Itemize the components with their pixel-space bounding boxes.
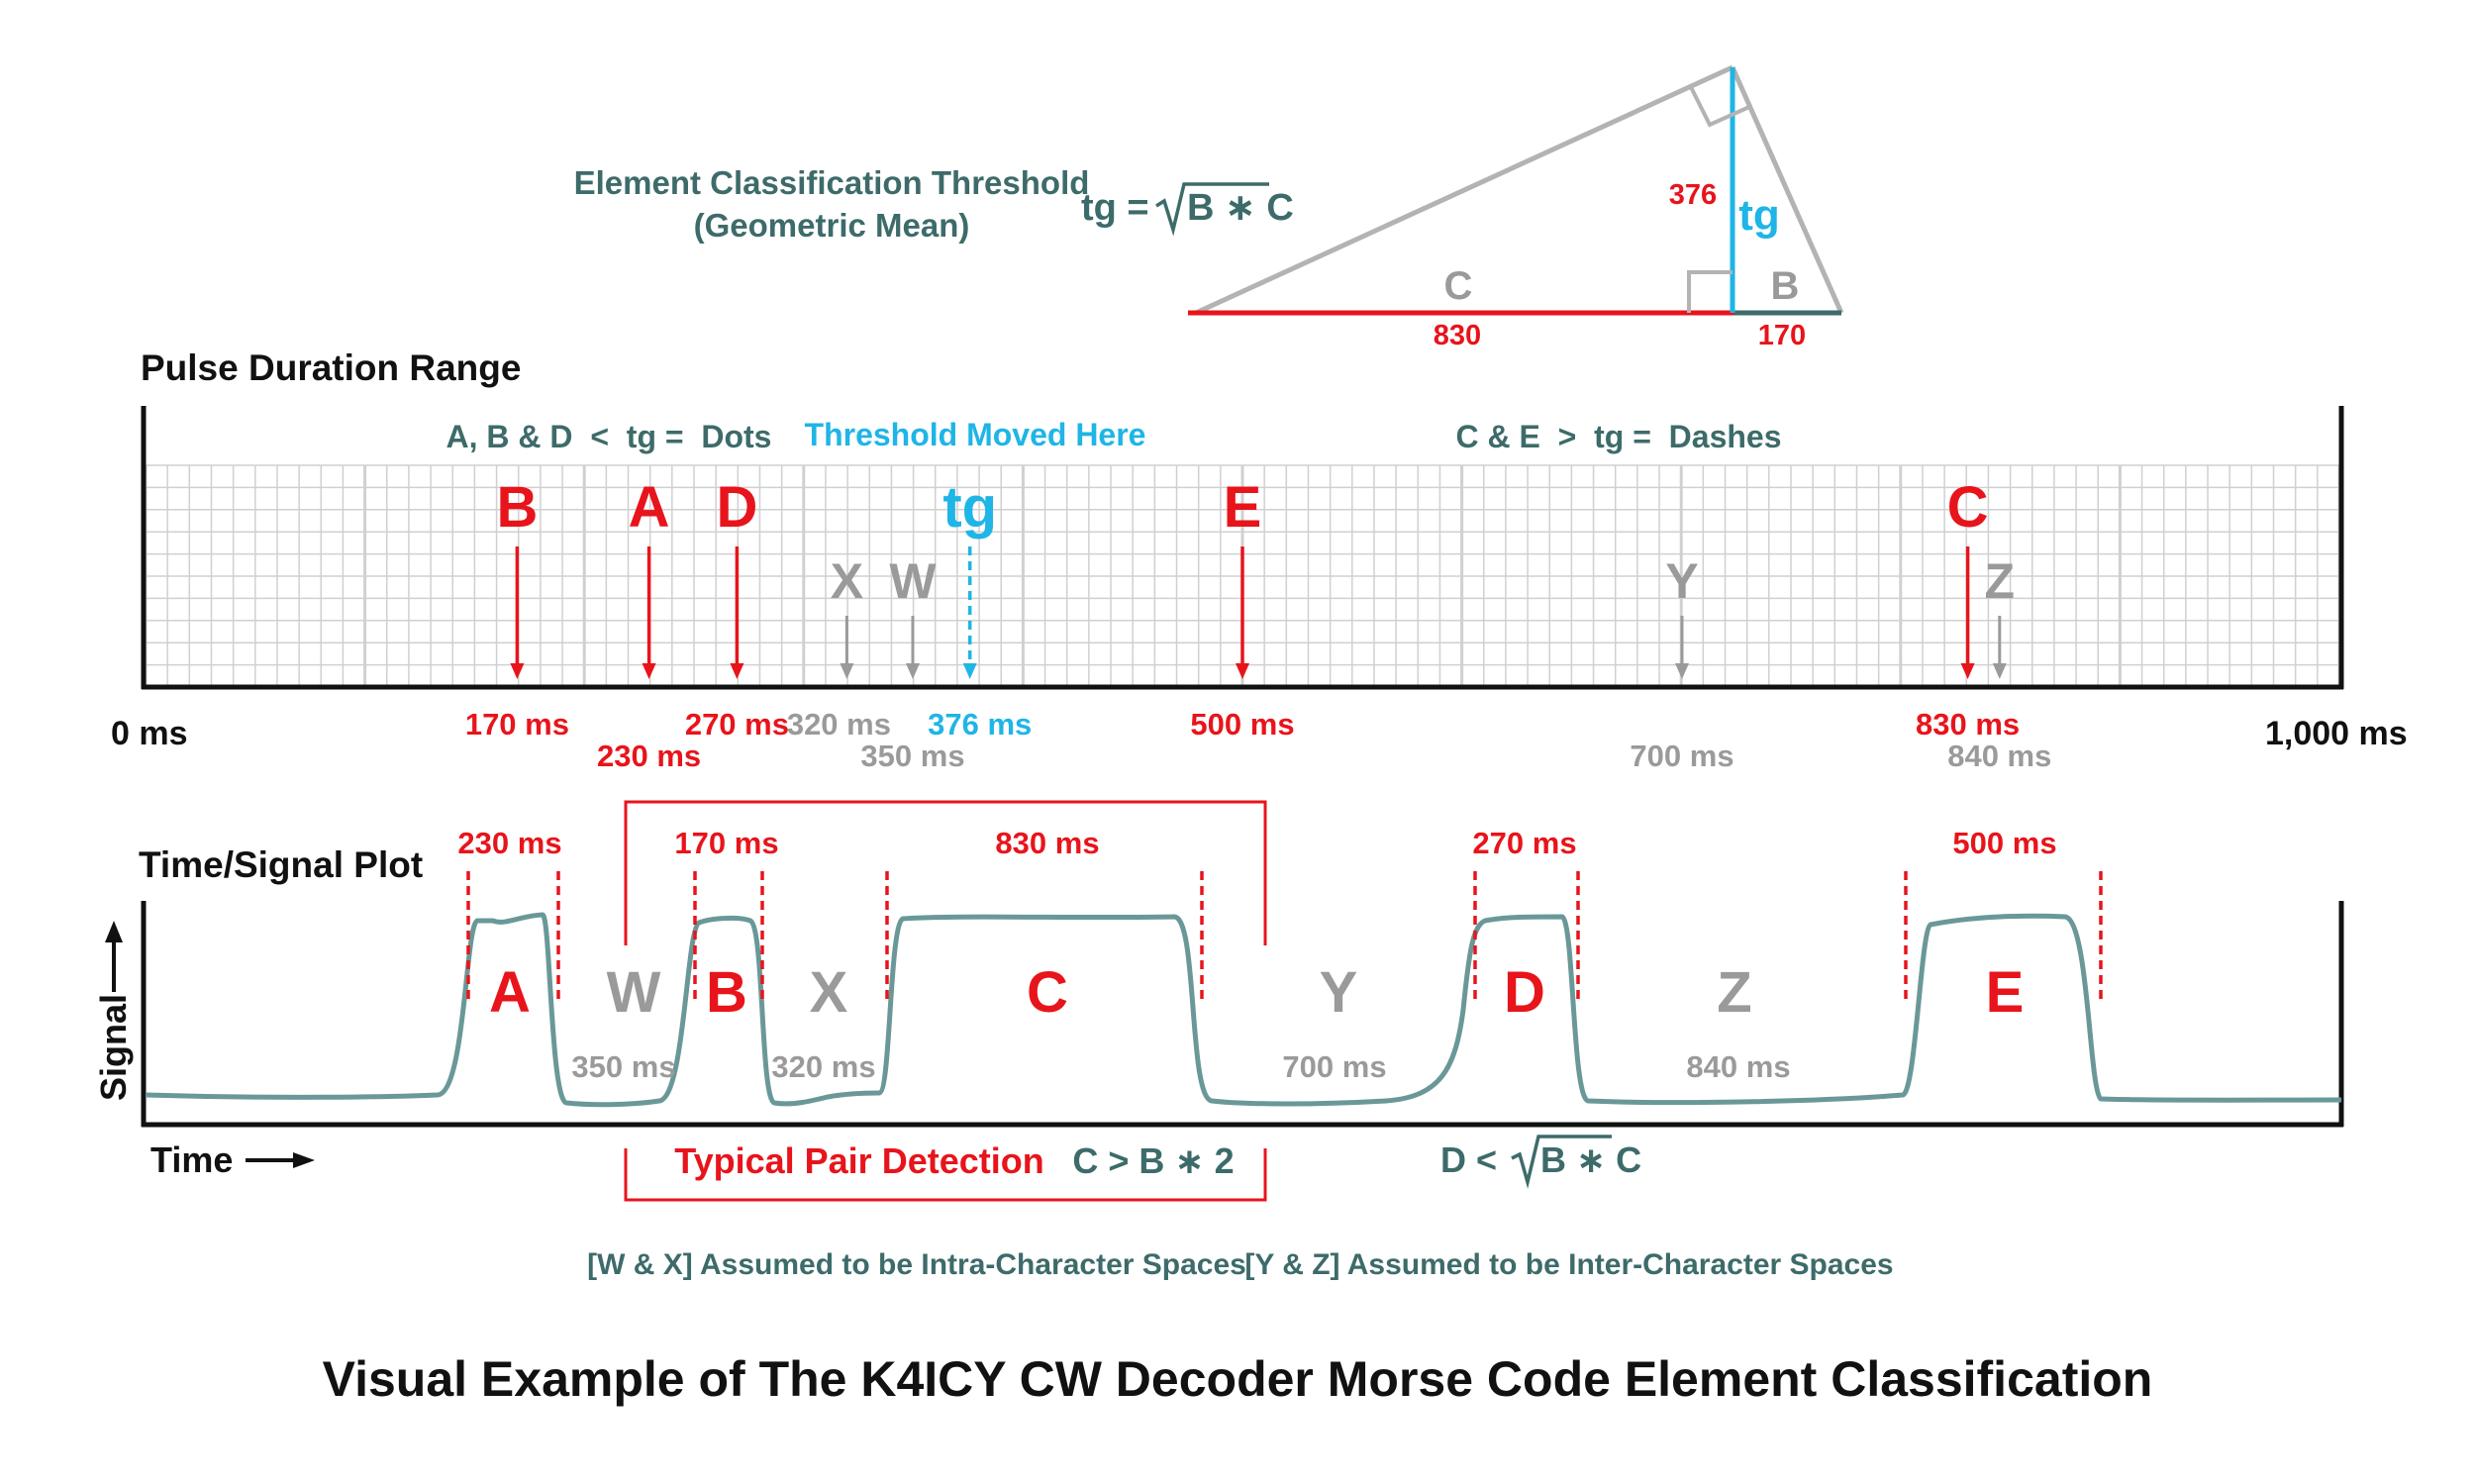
threshold-subtitle: (Geometric Mean) bbox=[694, 207, 970, 244]
time-axis-arrow bbox=[246, 1152, 315, 1168]
d-formula-radical bbox=[1511, 1135, 1612, 1189]
range-axis-end: 1,000 ms bbox=[2265, 715, 2408, 752]
sqrt-radical bbox=[1155, 182, 1269, 237]
space-letter-y: Y bbox=[1320, 960, 1358, 1025]
element-letter-e: E bbox=[1986, 960, 2025, 1025]
space-duration-w: 350 ms bbox=[571, 1049, 675, 1084]
element-letter-c: C bbox=[1027, 960, 1068, 1025]
signal-axis-label: Signal bbox=[93, 994, 134, 1101]
range-marker-letter-tg: tg bbox=[942, 475, 997, 540]
range-marker-label-b: 170 ms bbox=[465, 707, 569, 742]
triangle-label-b: B bbox=[1771, 264, 1800, 308]
pair-detection-label: Typical Pair Detection bbox=[674, 1140, 1043, 1181]
range-markers: B 170 ms A 230 ms D 270 ms X 320 ms W 350 ms tg 376… bbox=[465, 475, 2052, 773]
range-marker-letter-w: W bbox=[889, 553, 937, 609]
plot-labels: 230 ms A 170 ms B 830 ms C 270 ms D 500 ms E W 350 … bbox=[457, 826, 2103, 1084]
range-marker-label-tg: 376 ms bbox=[928, 707, 1032, 742]
element-duration-e: 500 ms bbox=[1952, 826, 2056, 860]
range-marker-label-d: 270 ms bbox=[685, 707, 789, 742]
element-letter-b: B bbox=[706, 960, 747, 1025]
time-axis-label: Time bbox=[150, 1139, 233, 1180]
threshold-title: Element Classification Threshold bbox=[574, 164, 1090, 201]
triangle-hypotenuse bbox=[1194, 64, 1734, 316]
range-marker-arrowhead-e bbox=[1236, 663, 1249, 679]
range-marker-letter-a: A bbox=[629, 475, 670, 540]
range-marker-arrowhead-y bbox=[1675, 663, 1689, 679]
triangle-value-c: 830 bbox=[1434, 320, 1481, 351]
range-marker-letter-c: C bbox=[1947, 475, 1989, 540]
range-marker-label-z: 840 ms bbox=[1947, 739, 2051, 773]
triangle-label-c: C bbox=[1444, 264, 1473, 308]
range-marker-label-w: 350 ms bbox=[860, 739, 964, 773]
element-letter-a: A bbox=[489, 960, 531, 1025]
element-duration-d: 270 ms bbox=[1472, 826, 1576, 860]
intra-character-note: [W & X] Assumed to be Intra-Character Sp… bbox=[587, 1248, 1246, 1281]
signal-waveform bbox=[145, 912, 2342, 1108]
tg-formula-left: tg = bbox=[1081, 187, 1149, 229]
threshold-moved-note: Threshold Moved Here bbox=[805, 417, 1146, 452]
triangle-value-b: 170 bbox=[1758, 320, 1806, 351]
d-formula: D < B ∗ C bbox=[1440, 1135, 1641, 1189]
tg-formula: tg = B ∗ C bbox=[1081, 182, 1294, 237]
triangle-short-side bbox=[1730, 65, 1844, 315]
element-duration-b: 170 ms bbox=[674, 826, 778, 860]
dashes-rule: C & E > tg = Dashes bbox=[1456, 419, 1782, 454]
range-marker-arrowhead-x bbox=[840, 663, 854, 679]
d-formula-left: D < bbox=[1440, 1139, 1497, 1180]
range-marker-letter-z: Z bbox=[1985, 553, 2016, 609]
space-duration-x: 320 ms bbox=[771, 1049, 875, 1084]
range-marker-arrowhead-w bbox=[906, 663, 920, 679]
range-marker-arrowhead-a bbox=[642, 663, 656, 679]
triangle-value-tg: 376 bbox=[1669, 179, 1717, 211]
signal-axis-arrow bbox=[105, 921, 123, 992]
time-signal-plot: Time/Signal Plot Signal Time Typical Pai… bbox=[93, 800, 2344, 1202]
range-axis-start: 0 ms bbox=[111, 715, 188, 752]
space-letter-z: Z bbox=[1717, 960, 1751, 1025]
range-marker-label-y: 700 ms bbox=[1630, 739, 1733, 773]
plot-heading: Time/Signal Plot bbox=[139, 844, 423, 885]
right-angle-mark-base bbox=[1687, 270, 1732, 313]
pair-detection-bracket-bottom bbox=[624, 1148, 1267, 1202]
d-formula-radicand: B ∗ C bbox=[1540, 1139, 1641, 1180]
range-marker-arrowhead-d bbox=[730, 663, 744, 679]
pulse-duration-range: Pulse Duration Range A, B & D < tg = Dot… bbox=[111, 347, 2408, 773]
range-marker-arrowhead-tg bbox=[962, 663, 977, 679]
element-duration-c: 830 ms bbox=[995, 826, 1099, 860]
dots-rule: A, B & D < tg = Dots bbox=[446, 419, 772, 454]
inter-character-note: [Y & Z] Assumed to be Inter-Character Sp… bbox=[1244, 1248, 1893, 1281]
triangle-label-tg: tg bbox=[1738, 191, 1780, 240]
geometric-mean-triangle: Element Classification Threshold (Geomet… bbox=[574, 64, 1844, 351]
range-marker-arrowhead-c bbox=[1960, 663, 1975, 679]
range-marker-letter-d: D bbox=[716, 475, 757, 540]
range-marker-label-a: 230 ms bbox=[597, 739, 701, 773]
space-letter-w: W bbox=[607, 960, 661, 1025]
range-marker-label-c: 830 ms bbox=[1916, 707, 2020, 742]
pair-detection-bracket-top bbox=[624, 800, 1267, 945]
element-duration-a: 230 ms bbox=[457, 826, 561, 860]
range-marker-arrowhead-z bbox=[1992, 663, 2007, 679]
range-marker-letter-x: X bbox=[831, 553, 863, 609]
range-marker-letter-e: E bbox=[1224, 475, 1262, 540]
range-marker-label-x: 320 ms bbox=[787, 707, 891, 742]
pair-detection-formula: C > B ∗ 2 bbox=[1072, 1140, 1234, 1181]
range-marker-label-e: 500 ms bbox=[1190, 707, 1294, 742]
element-letter-d: D bbox=[1504, 960, 1545, 1025]
space-duration-y: 700 ms bbox=[1282, 1049, 1386, 1084]
tg-formula-radicand: B ∗ C bbox=[1187, 187, 1294, 229]
range-marker-letter-b: B bbox=[496, 475, 538, 540]
space-duration-z: 840 ms bbox=[1686, 1049, 1790, 1084]
right-angle-mark-apex bbox=[1689, 86, 1750, 128]
range-heading: Pulse Duration Range bbox=[141, 347, 521, 388]
range-marker-arrowhead-b bbox=[510, 663, 525, 679]
space-letter-x: X bbox=[810, 960, 848, 1025]
range-marker-letter-y: Y bbox=[1665, 553, 1698, 609]
page-title: Visual Example of The K4ICY CW Decoder M… bbox=[323, 1351, 2153, 1407]
